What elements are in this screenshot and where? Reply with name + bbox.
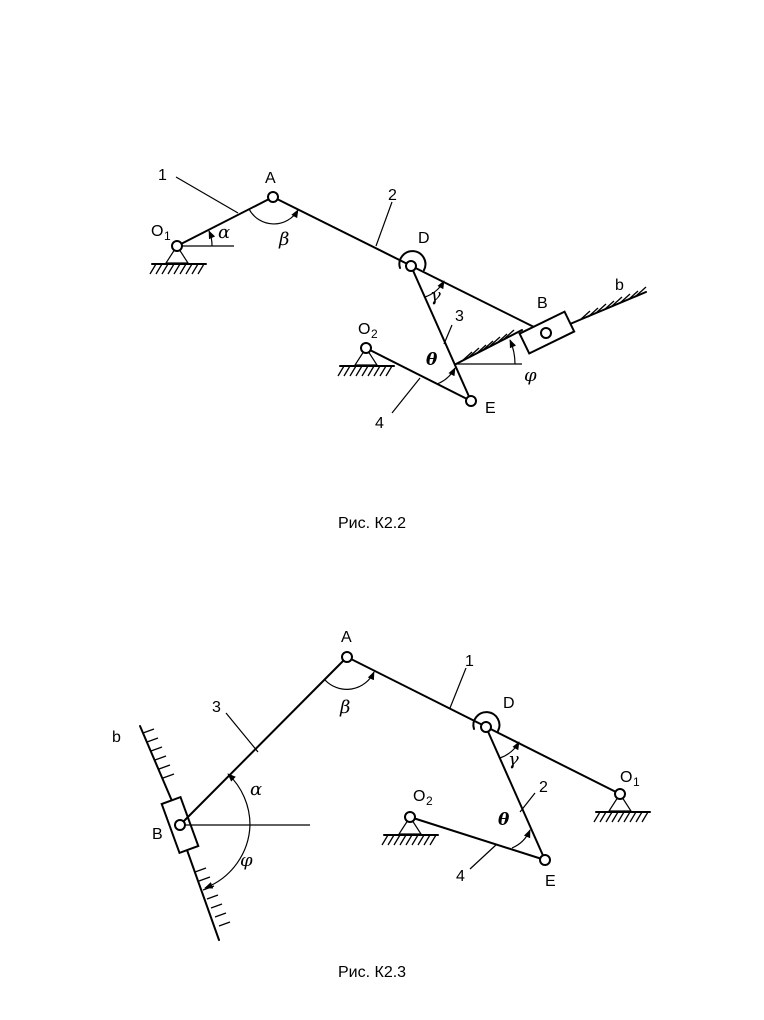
label-link-3: 3 [455,308,464,325]
guide-b-lower [455,329,523,365]
label-o1: O [620,769,632,786]
angle-gamma-arc [499,741,520,759]
bearing-d [472,711,501,732]
label-alpha: α [218,222,230,243]
angle-alpha-arc [208,230,216,247]
joint-b [174,819,186,831]
angle-alpha-arc [227,773,251,826]
angle-beta-arc [324,671,375,690]
joint-o2 [360,342,372,354]
leader-3 [225,712,259,753]
label-o2-sub: 2 [426,794,433,808]
angle-theta-arc [511,829,531,849]
link-2 [485,726,546,861]
label-gamma: γ [508,749,519,770]
label-o1-sub: 1 [164,229,171,243]
joint-o1 [171,240,183,252]
label-phi: φ [524,365,537,386]
joint-o2 [404,811,416,823]
label-link-1: 1 [158,167,167,184]
label-o1: O [151,223,163,240]
bearing-d [398,250,427,271]
support-o2 [337,346,395,377]
joint-d [480,721,492,733]
leader-1 [175,176,239,214]
leader-2 [375,201,393,247]
angle-phi-arc [204,824,251,889]
label-d: D [503,695,515,712]
guide-b-upper [569,286,647,325]
label-link-2: 2 [388,187,397,204]
joint-e [465,395,477,407]
label-theta: θ [498,810,510,830]
label-d: D [418,230,430,247]
angle-theta-arc [436,367,456,385]
guide-b-lower [186,849,231,941]
joint-b [540,327,552,339]
label-e: E [545,873,556,890]
label-link-2: 2 [539,779,548,796]
link-3 [179,656,348,826]
label-beta: β [278,229,289,250]
label-link-1: 1 [465,653,474,670]
support-o2 [381,815,439,846]
caption-k2-3: Рис. К2.3 [338,964,406,981]
label-o1-sub: 1 [633,775,640,789]
leader-3 [443,324,453,345]
angle-phi-arc [509,339,517,365]
label-e: E [485,400,496,417]
support-o1 [149,244,207,275]
label-b-point: B [537,295,548,312]
joint-a [267,191,279,203]
angle-beta-arc [248,208,299,225]
leader-1 [449,667,467,709]
joint-o1 [614,788,626,800]
angle-gamma-arc [424,280,445,298]
leader-2 [519,792,536,813]
joint-a [341,651,353,663]
caption-k2-2: Рис. К2.2 [338,515,406,532]
label-phi: φ [240,850,253,871]
label-link-4: 4 [456,868,465,885]
joint-d [405,260,417,272]
figure-k2-3: A 1 3 b β D γ 2 O 1 α O 2 θ B φ E 4 Рис.… [112,629,651,981]
label-a: A [341,629,352,646]
label-gamma: γ [430,285,441,306]
figure-k2-2: 1 A 2 O 1 α β D γ B b 3 O 2 θ φ E 4 Рис.… [149,167,647,532]
label-guide-b: b [112,729,121,746]
label-alpha: α [250,779,262,800]
joint-e [539,854,551,866]
link-3 [410,265,472,402]
link-1 [176,196,274,247]
label-o2: O [413,788,425,805]
label-beta: β [339,697,350,718]
leader-4 [469,843,498,870]
link-4 [365,347,472,402]
label-a: A [265,170,276,187]
leader-4 [391,377,421,414]
label-link-3: 3 [212,699,221,716]
guide-b-upper [139,725,175,802]
link-4 [409,816,546,861]
label-o2: O [358,321,370,338]
support-o1 [593,792,651,823]
label-theta: θ [426,350,438,370]
label-link-4: 4 [375,415,384,432]
label-o2-sub: 2 [371,327,378,341]
label-guide-b: b [615,277,624,294]
label-b-point: B [152,826,163,843]
